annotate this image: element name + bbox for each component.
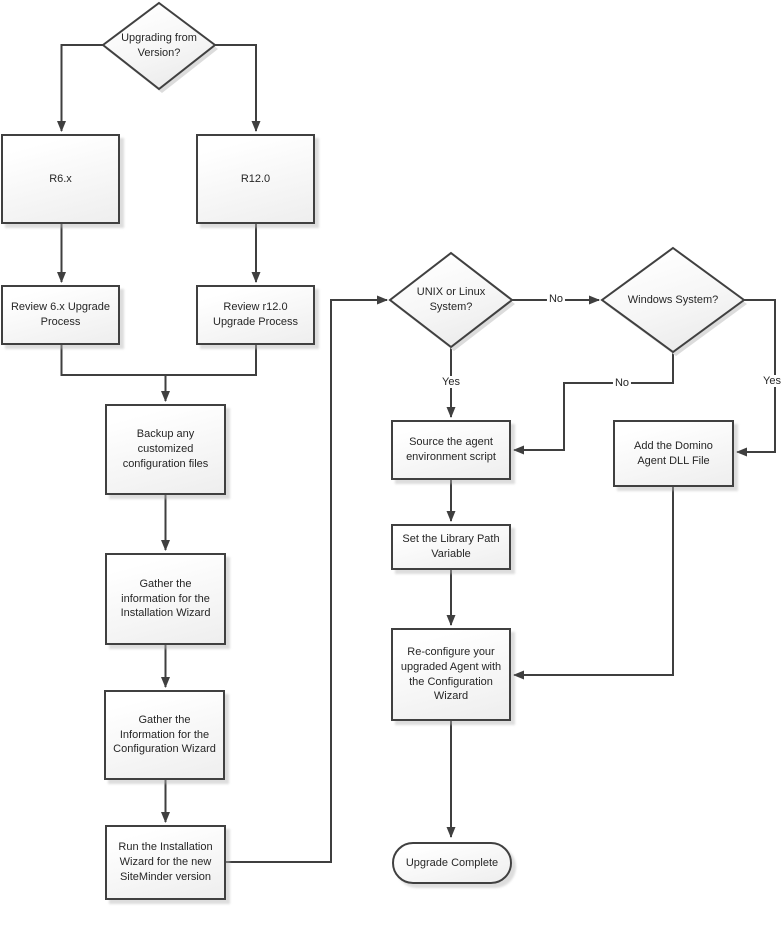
process-set-library-path: Set the Library Path Variable [391,524,511,570]
edge-version-to-r120 [215,44,261,132]
process-run-installation-wizard: Run the Installation Wizard for the new … [105,825,226,900]
decision-unix-shape [388,251,514,349]
decision-windows-shape [600,246,746,354]
process-r6x: R6.x [1,134,120,224]
edge-version-to-r6x [57,44,103,132]
edge-merge-reviews [60,345,257,376]
process-backup-config-files: Backup any customized configuration file… [105,404,226,495]
process-reconfigure-agent: Re-configure your upgraded Agent with th… [391,628,511,721]
process-gather-configuration-info: Gather the Information for the Configura… [104,690,225,780]
process-source-agent-env-script: Source the agent environment script [391,420,511,480]
process-review-r120-upgrade: Review r12.0 Upgrade Process [196,285,315,345]
edge-label-unix-yes: Yes [440,376,462,388]
terminator-upgrade-complete: Upgrade Complete [392,842,512,884]
edge-label-windows-yes: Yes [761,375,783,387]
process-gather-installation-info: Gather the information for the Installat… [105,553,226,645]
process-r120: R12.0 [196,134,315,224]
edge-label-windows-no: No [612,377,632,389]
edge-windows-no [513,352,674,455]
process-review-6x-upgrade: Review 6.x Upgrade Process [1,285,120,345]
process-add-domino-dll: Add the Domino Agent DLL File [613,420,734,487]
edge-label-unix-no: No [546,293,566,305]
decision-version-shape [101,1,217,91]
edge-domino-to-reconfigure [513,487,674,680]
edge-runinstall-to-unixdecision [226,295,388,863]
